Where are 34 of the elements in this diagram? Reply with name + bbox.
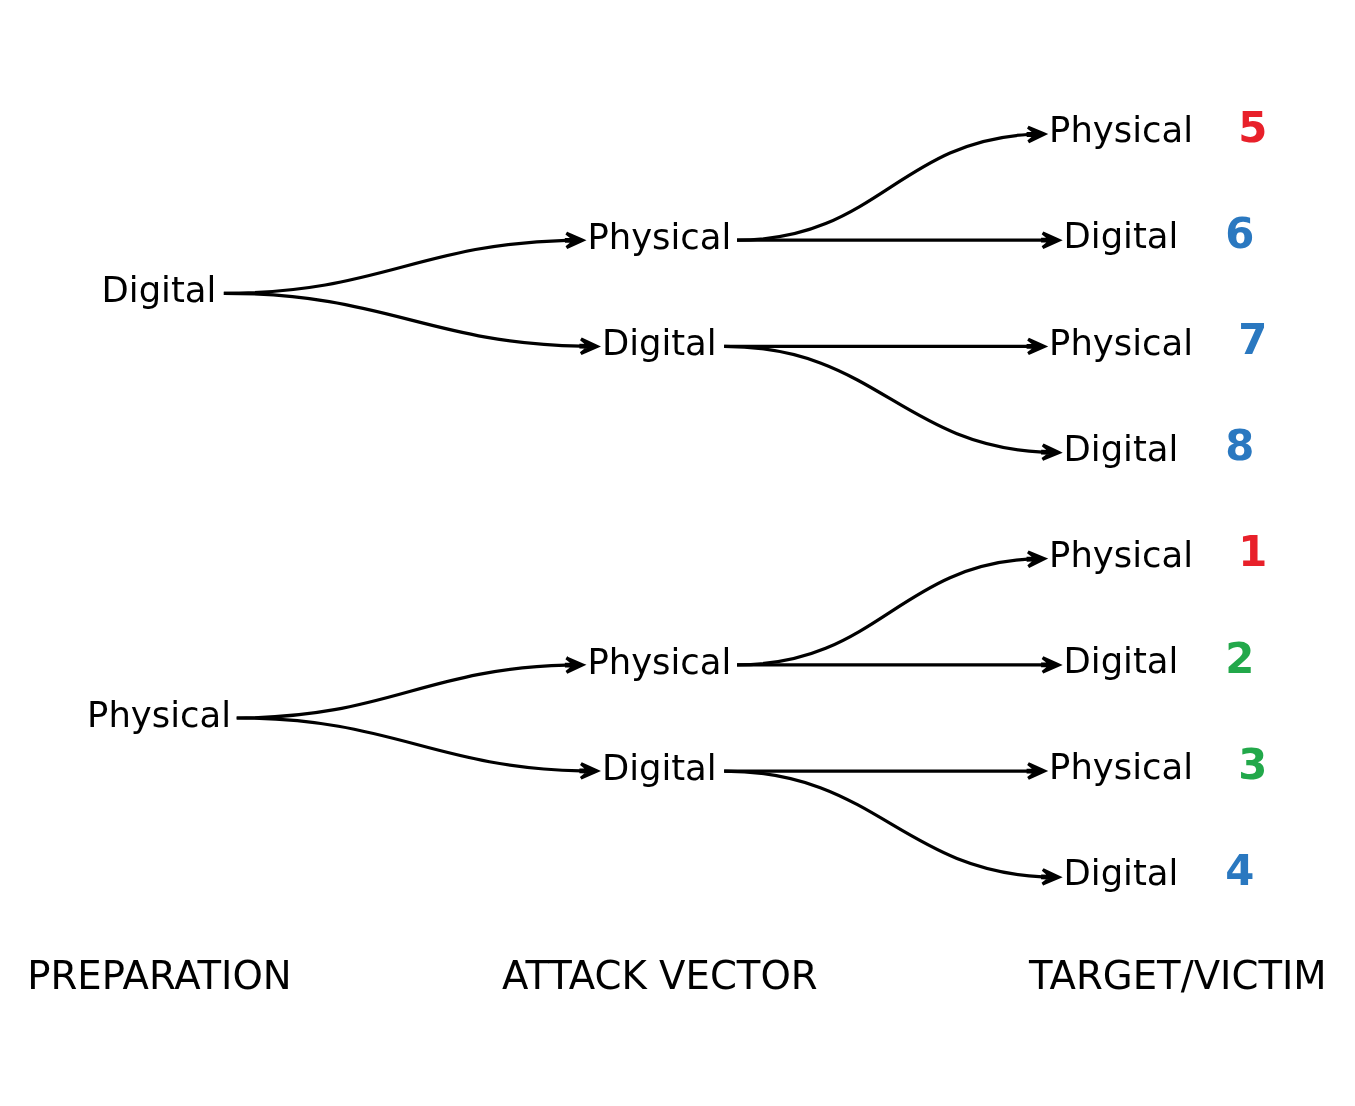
node-text: Digital [1063, 639, 1179, 681]
node-text: Physical [1049, 108, 1194, 150]
arrow [223, 291, 599, 355]
node-label: 8 [1225, 420, 1255, 470]
label: TARGET/VICTIM [1028, 952, 1327, 998]
node-label: 5 [1238, 102, 1268, 152]
label: PREPARATION [27, 952, 292, 998]
label: ATTACK VECTOR [501, 952, 818, 998]
node-text: Digital [601, 746, 717, 788]
arrow [737, 655, 1061, 674]
arrow [236, 715, 599, 780]
node-text: Physical [587, 640, 732, 682]
node-text: Physical [87, 693, 231, 735]
node-text: Physical [1049, 745, 1194, 787]
node-text: Digital [601, 321, 717, 363]
arrow [737, 230, 1061, 249]
node-label: 2 [1225, 633, 1255, 683]
node-label: 4 [1225, 845, 1255, 895]
node-text: Digital [1063, 427, 1179, 469]
node-text: Physical [1049, 533, 1194, 575]
node-label: 7 [1238, 314, 1268, 364]
node-label: 1 [1238, 526, 1268, 576]
node-text: Digital [101, 268, 217, 310]
node-label: 3 [1238, 739, 1268, 789]
node-text: Digital [1063, 851, 1179, 893]
node-text: Physical [587, 215, 732, 257]
node-text: Digital [1063, 214, 1179, 256]
node-text: Physical [1049, 321, 1194, 363]
arrow [736, 125, 1046, 242]
node-label: 6 [1225, 208, 1255, 258]
arrow [724, 768, 1061, 886]
arrow [724, 344, 1061, 461]
arrow [736, 549, 1046, 666]
arrow [724, 761, 1046, 780]
